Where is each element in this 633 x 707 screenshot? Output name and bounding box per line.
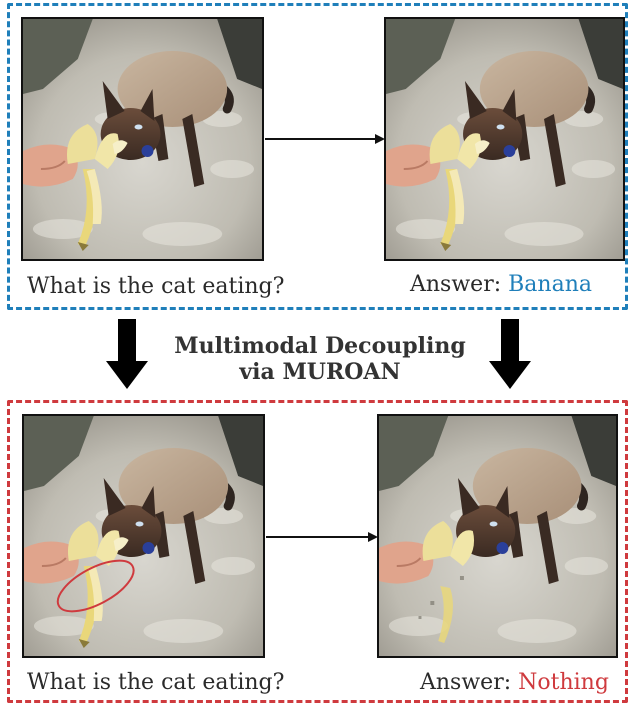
original-answer: Answer: Banana [410, 274, 592, 296]
ellipse-highlight [56, 559, 135, 613]
answer-prefix: Answer: [410, 272, 509, 297]
decoupling-method: via MUROAN [239, 359, 401, 385]
answer-value-nothing: Nothing [518, 670, 609, 695]
decoupling-title: Multimodal Decoupling [174, 333, 466, 359]
original-image-output [384, 17, 625, 261]
arrow-right-icon [375, 134, 385, 144]
decoupled-image-input [22, 414, 265, 658]
arrow-right-icon [368, 532, 378, 542]
answer-value-banana: Banana [508, 272, 592, 297]
flow-arrow-bottom-line [266, 536, 370, 538]
arrow-down-icon [489, 319, 531, 389]
flow-arrow-top-line [265, 138, 377, 140]
decoupled-question: What is the cat eating? [27, 670, 285, 695]
decoupled-image-output [377, 414, 618, 658]
original-image-input [21, 17, 264, 261]
answer-prefix: Answer: [420, 670, 519, 695]
decoupled-answer: Answer: Nothing [420, 672, 609, 694]
arrow-down-icon [106, 319, 148, 389]
original-question: What is the cat eating? [27, 274, 285, 299]
decoupled-sample-frame [7, 400, 628, 703]
original-sample-frame [7, 3, 628, 310]
